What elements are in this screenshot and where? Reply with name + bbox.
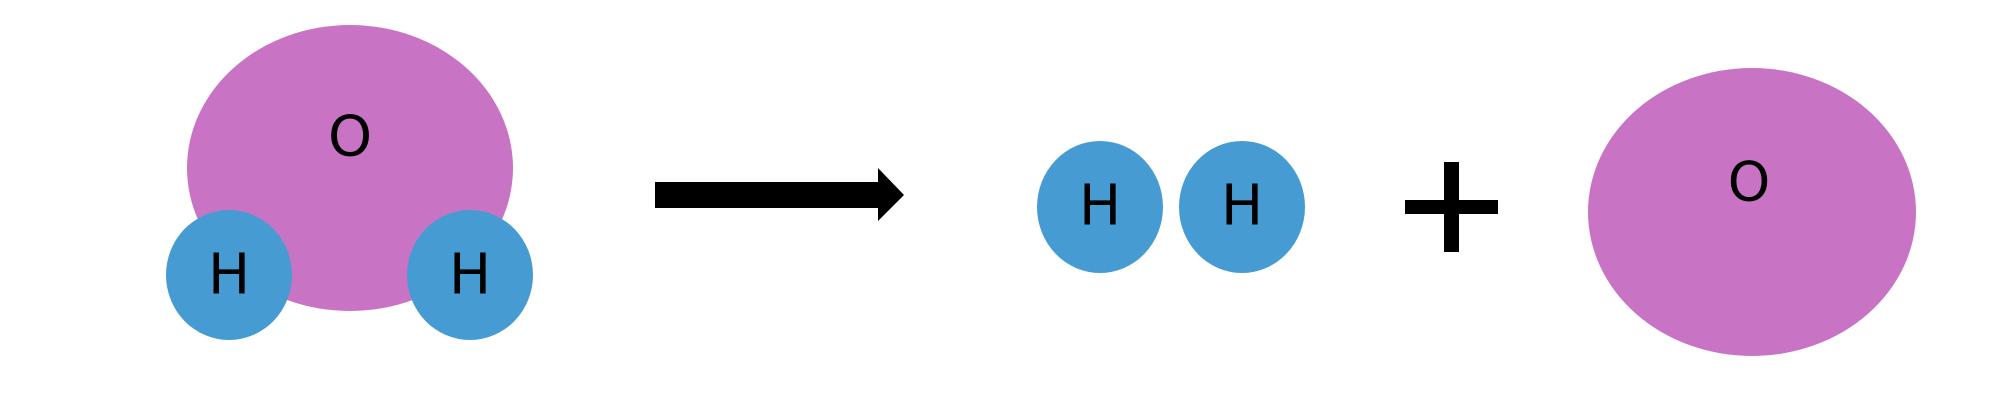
oxygen-product: O — [1588, 68, 1916, 356]
hydrogen-label-2: H — [1221, 174, 1263, 239]
hydrogen-label-1: H — [1079, 174, 1121, 239]
product-oxygen-label: O — [1728, 151, 1771, 214]
water-hydrogen-label-left: H — [208, 243, 250, 308]
arrow-shaft — [655, 182, 880, 208]
water-hydrogen-atom-left — [166, 210, 292, 340]
plus-vertical-bar — [1444, 162, 1459, 252]
hydrogen-atom-1 — [1037, 141, 1163, 273]
water-oxygen-label: O — [328, 105, 372, 170]
right-arrow-icon — [655, 168, 904, 221]
plus-icon — [1405, 162, 1498, 252]
water-hydrogen-label-right: H — [449, 243, 491, 308]
arrow-head — [878, 168, 904, 221]
water-molecule: O H H — [166, 25, 533, 340]
hydrogen-atom-2 — [1179, 141, 1305, 273]
hydrogen-molecule: H H — [1037, 141, 1305, 273]
product-oxygen-atom — [1588, 68, 1916, 356]
water-hydrogen-atom-right — [407, 210, 533, 340]
